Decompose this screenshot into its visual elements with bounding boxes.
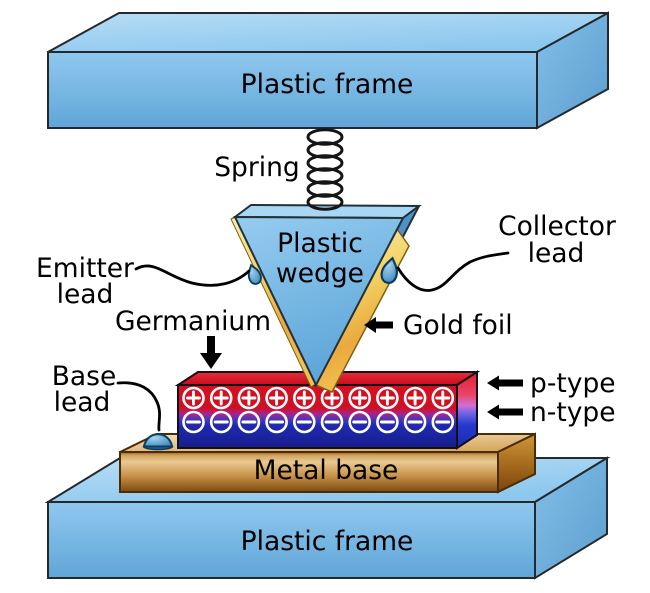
minus-symbol (376, 410, 399, 434)
top-frame-top-face (47, 12, 609, 53)
plastic-wedge (230, 203, 422, 393)
plus-symbol (237, 386, 261, 410)
minus-symbol (209, 410, 233, 434)
p-type-arrow-left (487, 375, 523, 391)
minus-symbol (431, 410, 455, 434)
plus-symbol (292, 386, 316, 410)
base-contact-dome (142, 433, 174, 451)
spring-loop (306, 193, 344, 211)
top-frame-label: Plastic frame (241, 69, 414, 100)
emitter-contact-drop (247, 263, 262, 285)
collector-wire (396, 251, 510, 292)
emitter-label-line2: lead (57, 279, 114, 310)
plus-symbol (348, 386, 372, 410)
gold-foil-arrow-left (364, 317, 393, 333)
metal-base-front-face (119, 451, 499, 493)
minus-symbol (265, 410, 288, 434)
metal-base-label: Metal base (254, 455, 399, 486)
wedge-label-line2: wedge (276, 258, 364, 289)
wedge-top-face (232, 203, 422, 220)
minus-symbol (237, 410, 261, 434)
collector-label-line1: Collector (498, 211, 616, 242)
base-wire (116, 381, 161, 432)
bottom-frame-front-face (47, 501, 536, 579)
plus-symbol (182, 386, 205, 410)
minus-symbol (292, 410, 316, 434)
collector-label-line2: lead (528, 238, 585, 269)
plus-symbol (431, 386, 455, 410)
n-type-label: n-type (530, 397, 616, 428)
top-frame-front-face (47, 51, 538, 129)
emitter-wire (134, 264, 251, 287)
plus-symbol (403, 386, 427, 410)
spring-coil (306, 128, 344, 211)
plus-symbol (265, 386, 288, 410)
gold-foil-label: Gold foil (403, 310, 513, 341)
spring-label: Spring (214, 152, 300, 183)
wedge-label-line1: Plastic (277, 228, 363, 259)
germanium-right-face (456, 370, 478, 450)
minus-symbol (182, 410, 205, 434)
plus-symbol (376, 386, 399, 410)
n-type-arrow-left (487, 404, 523, 420)
base-contact-cap (142, 433, 174, 448)
bottom-frame-label: Plastic frame (241, 526, 414, 557)
charge-symbols (182, 386, 455, 434)
collector-contact-drop (380, 256, 398, 284)
germanium-arrow-down (200, 336, 222, 369)
base-label-line2: lead (54, 387, 111, 418)
minus-symbol (403, 410, 427, 434)
minus-symbol (348, 410, 372, 434)
emitter-label-line1: Emitter (36, 253, 134, 284)
p-type-label: p-type (530, 368, 616, 399)
wedge-front-face (233, 215, 405, 388)
plus-symbol (209, 386, 233, 410)
germanium-label: Germanium (115, 306, 271, 337)
base-label-line1: Base (52, 361, 117, 392)
minus-symbol (320, 410, 344, 434)
top-plastic-frame (47, 11, 609, 130)
